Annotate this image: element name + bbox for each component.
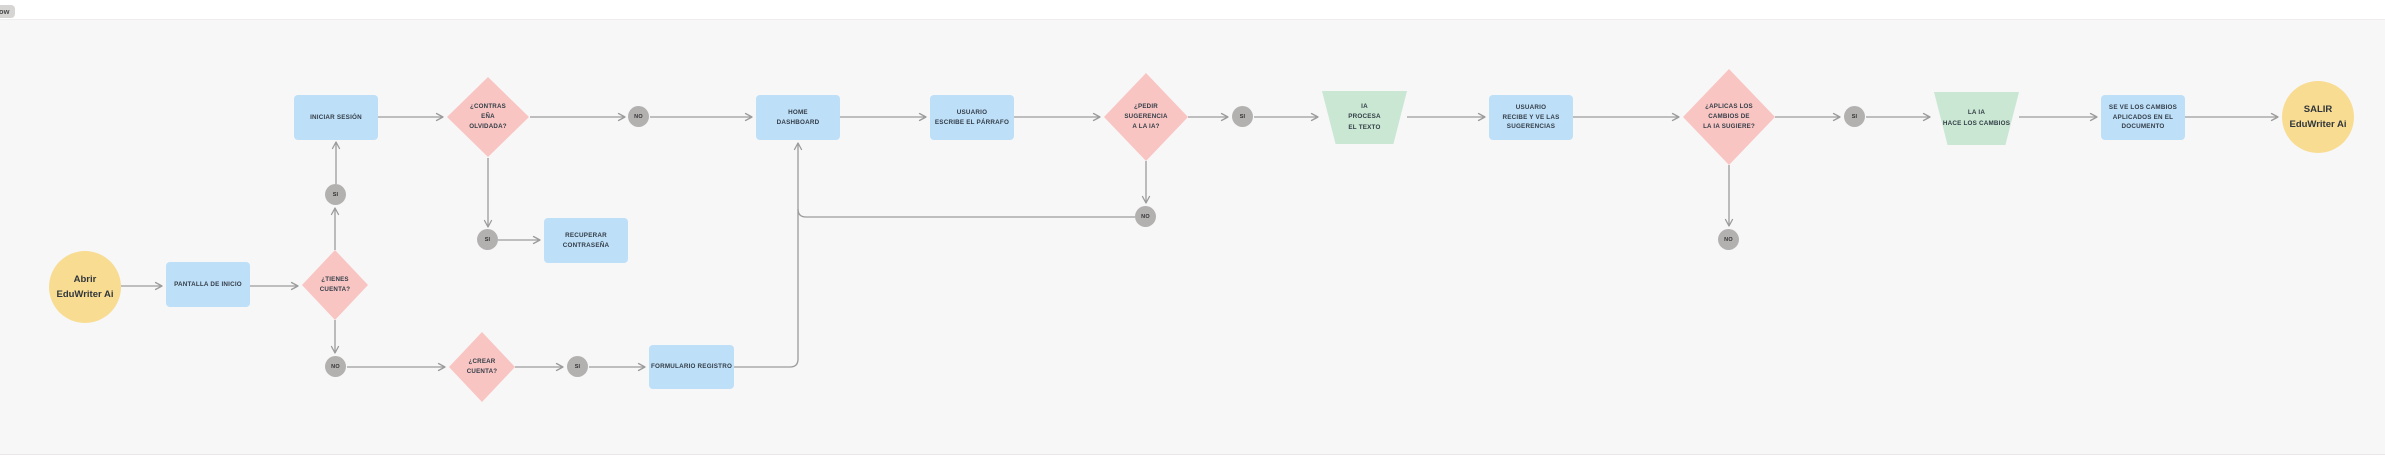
node-usuario-recibe-sugerencias[interactable]: USUARIO RECIBE Y VE LAS SUGERENCIAS bbox=[1489, 95, 1573, 140]
node-label-line: PROCESA bbox=[1348, 113, 1381, 121]
node-label-line: USUARIO bbox=[1515, 103, 1547, 111]
node-label-line: FORMULARIO REGISTRO bbox=[650, 363, 733, 371]
node-label-line: ¿APLICAS LOS bbox=[1705, 103, 1753, 111]
node-se-ve-cambios-documento[interactable]: SE VE LOS CAMBIOS APLICADOS EN EL DOCUME… bbox=[2101, 95, 2185, 140]
node-home-dashboard[interactable]: HOME DASHBOARD bbox=[756, 95, 840, 140]
branch-label-text: SI bbox=[332, 191, 339, 198]
node-end-salir-eduwriter[interactable]: SALIR EduWriter Ai bbox=[2282, 81, 2354, 153]
node-label-line: HACE LOS CAMBIOS bbox=[1942, 119, 2011, 127]
node-label-line: USUARIO bbox=[956, 108, 988, 116]
node-label-line: SALIR bbox=[2303, 103, 2333, 115]
node-ia-procesa-texto[interactable]: IA PROCESA EL TEXTO bbox=[1322, 91, 1407, 144]
node-ia-hace-cambios[interactable]: LA IA HACE LOS CAMBIOS bbox=[1934, 92, 2019, 145]
node-label-line: SUGERENCIAS bbox=[1506, 123, 1556, 131]
node-label-line: EL TEXTO bbox=[1348, 123, 1381, 131]
node-label-line: Abrir bbox=[73, 273, 97, 285]
branch-label-text: SI bbox=[574, 363, 581, 370]
branch-label-text: NO bbox=[331, 363, 340, 370]
node-label-line: DOCUMENTO bbox=[2121, 123, 2165, 131]
node-label-line: OLVIDADA? bbox=[469, 122, 507, 130]
node-label-line: EduWriter Ai bbox=[56, 289, 114, 300]
node-label-line: EduWriter Ai bbox=[2289, 119, 2347, 130]
node-label-line: ¿PEDIR bbox=[1134, 103, 1158, 111]
node-label-line: RECIBE Y VE LAS bbox=[1502, 113, 1560, 121]
node-label-line: SUGERENCIA bbox=[1124, 113, 1168, 121]
diagram-background bbox=[0, 19, 2385, 455]
branch-label-no-contrasena-olvidada[interactable]: NO bbox=[628, 106, 649, 127]
node-label-line: ¿CONTRAS bbox=[470, 103, 506, 111]
branch-label-no-aplicas-cambios[interactable]: NO bbox=[1718, 229, 1739, 250]
node-label-line: ¿CREAR bbox=[468, 358, 496, 366]
branch-label-text: SI bbox=[1239, 113, 1246, 120]
canvas-badge-label: ow bbox=[0, 7, 10, 16]
node-label-line: LA IA SUGIERE? bbox=[1703, 122, 1755, 130]
branch-label-si-aplicas-cambios[interactable]: SI bbox=[1844, 106, 1865, 127]
node-label-line: DASHBOARD bbox=[776, 118, 820, 126]
branch-label-text: NO bbox=[634, 113, 643, 120]
node-recuperar-contrasena[interactable]: RECUPERAR CONTRASEÑA bbox=[544, 218, 628, 263]
branch-label-si-tienes-cuenta[interactable]: SI bbox=[325, 184, 346, 205]
branch-label-no-pedir-sugerencia[interactable]: NO bbox=[1135, 206, 1156, 227]
node-label-line: IA bbox=[1361, 103, 1368, 111]
branch-label-text: NO bbox=[1141, 213, 1150, 220]
node-label-line: RECUPERAR bbox=[565, 231, 607, 239]
node-label-line: HOME bbox=[788, 108, 808, 116]
branch-label-si-pedir-sugerencia[interactable]: SI bbox=[1232, 106, 1253, 127]
node-label-line: INICIAR SESIÓN bbox=[310, 113, 362, 121]
node-label-line: ¿TIENES bbox=[321, 276, 349, 284]
node-usuario-escribe-parrafo[interactable]: USUARIO ESCRIBE EL PÁRRAFO bbox=[930, 95, 1014, 140]
node-label-line: CAMBIOS DE bbox=[1708, 113, 1750, 121]
node-label-line: SE VE LOS CAMBIOS bbox=[2108, 103, 2178, 111]
node-label-line: CUENTA? bbox=[319, 286, 351, 293]
node-iniciar-sesion[interactable]: INICIAR SESIÓN bbox=[294, 95, 378, 140]
node-label-line: PANTALLA DE INICIO bbox=[174, 280, 242, 288]
node-pantalla-de-inicio[interactable]: PANTALLA DE INICIO bbox=[166, 262, 250, 307]
node-label-line: ESCRIBE EL PÁRRAFO bbox=[934, 118, 1010, 126]
branch-label-si-contrasena-olvidada[interactable]: SI bbox=[477, 229, 498, 250]
node-start-abrir-eduwriter[interactable]: Abrir EduWriter Ai bbox=[49, 251, 121, 323]
branch-label-si-crear-cuenta[interactable]: SI bbox=[567, 356, 588, 377]
branch-label-text: SI bbox=[484, 236, 491, 243]
node-formulario-registro[interactable]: FORMULARIO REGISTRO bbox=[649, 345, 734, 389]
branch-label-text: SI bbox=[1851, 113, 1858, 120]
node-label-line: LA IA bbox=[1967, 109, 1986, 117]
node-label-line: APLICADOS EN EL bbox=[2112, 113, 2174, 121]
node-label-line: A LA IA? bbox=[1132, 122, 1160, 130]
node-label-line: CUENTA? bbox=[466, 368, 498, 375]
node-label-line: EÑA bbox=[481, 113, 495, 121]
branch-label-no-tienes-cuenta[interactable]: NO bbox=[325, 356, 346, 377]
node-label-line: CONTRASEÑA bbox=[562, 241, 610, 249]
canvas-badge[interactable]: ow bbox=[0, 5, 16, 18]
branch-label-text: NO bbox=[1724, 236, 1733, 243]
